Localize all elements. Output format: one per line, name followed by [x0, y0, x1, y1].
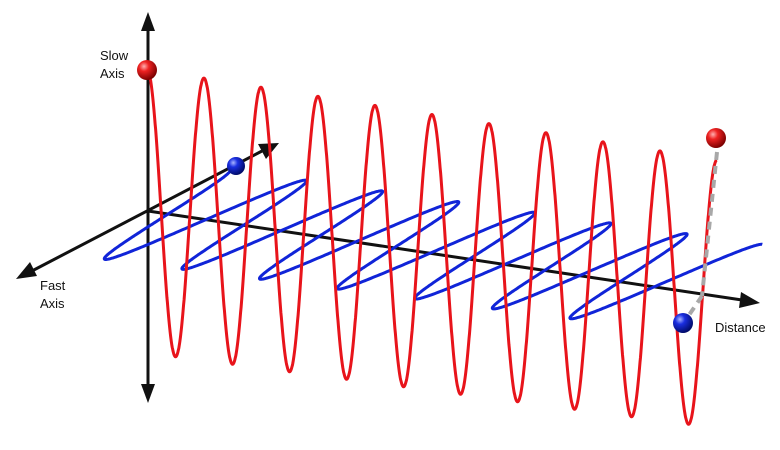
slow-axis-arrow-down [141, 384, 155, 403]
slow-axis-wave [145, 67, 719, 426]
fast-axis-line [29, 149, 263, 274]
fast-axis-label-line2: Axis [40, 296, 65, 311]
fast-axis-end-sphere [673, 313, 693, 333]
slow-axis-end-sphere [706, 128, 726, 148]
projection-dashed-line [700, 151, 719, 297]
slow-axis-label-line2: Axis [100, 66, 125, 81]
distance-axis-arrow [739, 292, 760, 308]
fast-axis-label-line1: Fast [40, 278, 66, 293]
slow-axis-label-line1: Slow [100, 48, 129, 63]
projection-dashed-line-2 [685, 294, 704, 320]
fast-axis-arrow-left [16, 262, 37, 279]
fast-axis-wave [102, 168, 764, 321]
slow-axis-start-sphere [137, 60, 157, 80]
slow-axis-arrow-up [141, 12, 155, 31]
distance-axis-label: Distance [715, 320, 766, 335]
fast-axis-start-sphere [227, 157, 245, 175]
